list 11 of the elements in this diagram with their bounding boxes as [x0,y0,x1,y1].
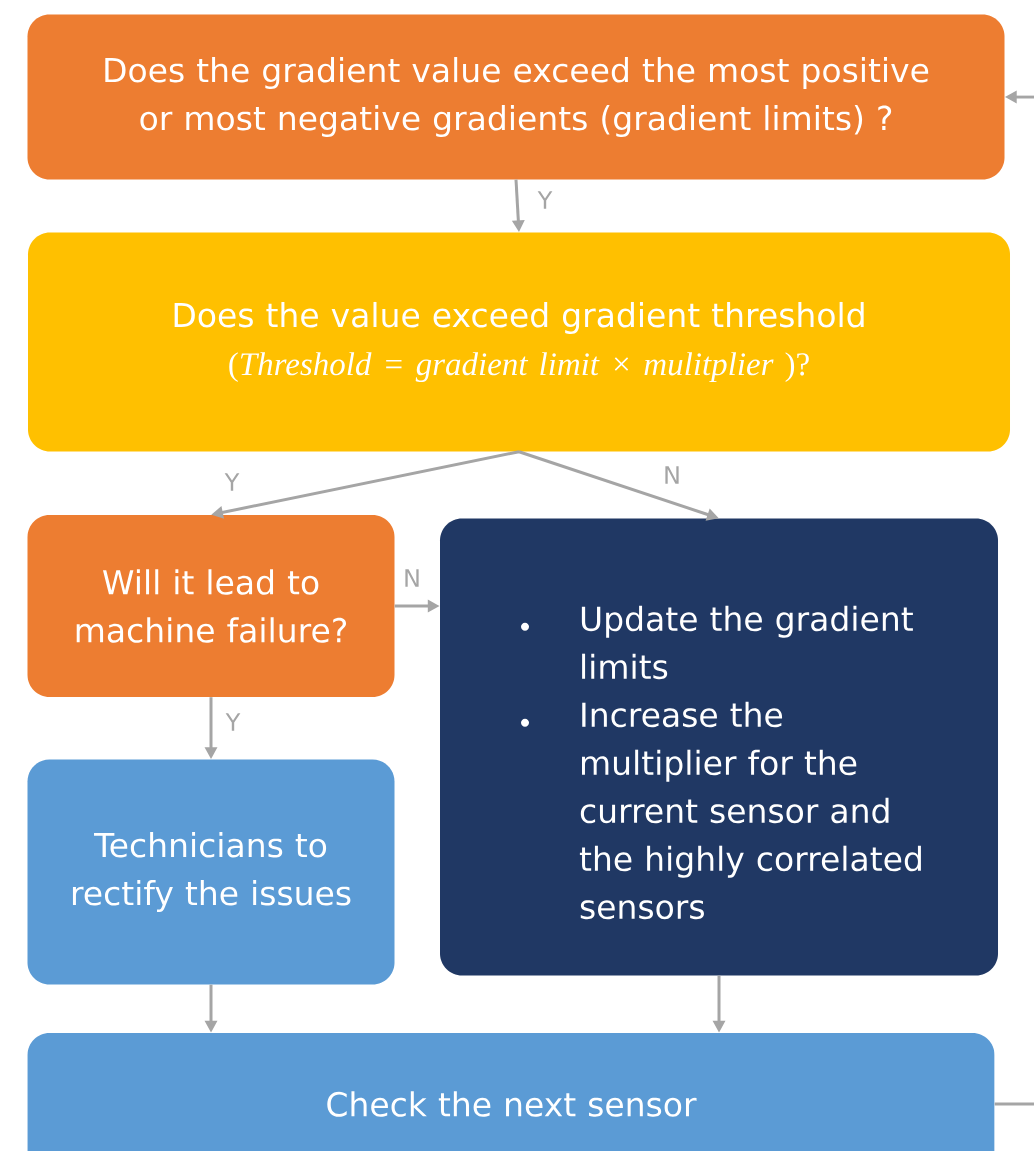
action-box: Update the gradient limits Increase the multiplier for the current sensor and the highly correlated sensors [440,518,998,976]
question-box: Does the gradient value exceed the most positive or most negative gradients (gradient limits) ? [27,14,1005,180]
process-box: Check the next sensor [27,1033,995,1151]
edge-label: Y [537,191,553,209]
process-box: Technicians to rectify the issues [27,759,395,985]
edge-label: Y [225,713,241,731]
edge-label: N [665,466,679,484]
edge-label: Y [224,473,240,491]
question-box: Will it lead to machine failure? [27,515,395,697]
decision-box: Does the value exceed gradient threshold (Threshold = gradient limit × mulitplier )? [28,232,1010,452]
edge-label: N [405,569,419,587]
